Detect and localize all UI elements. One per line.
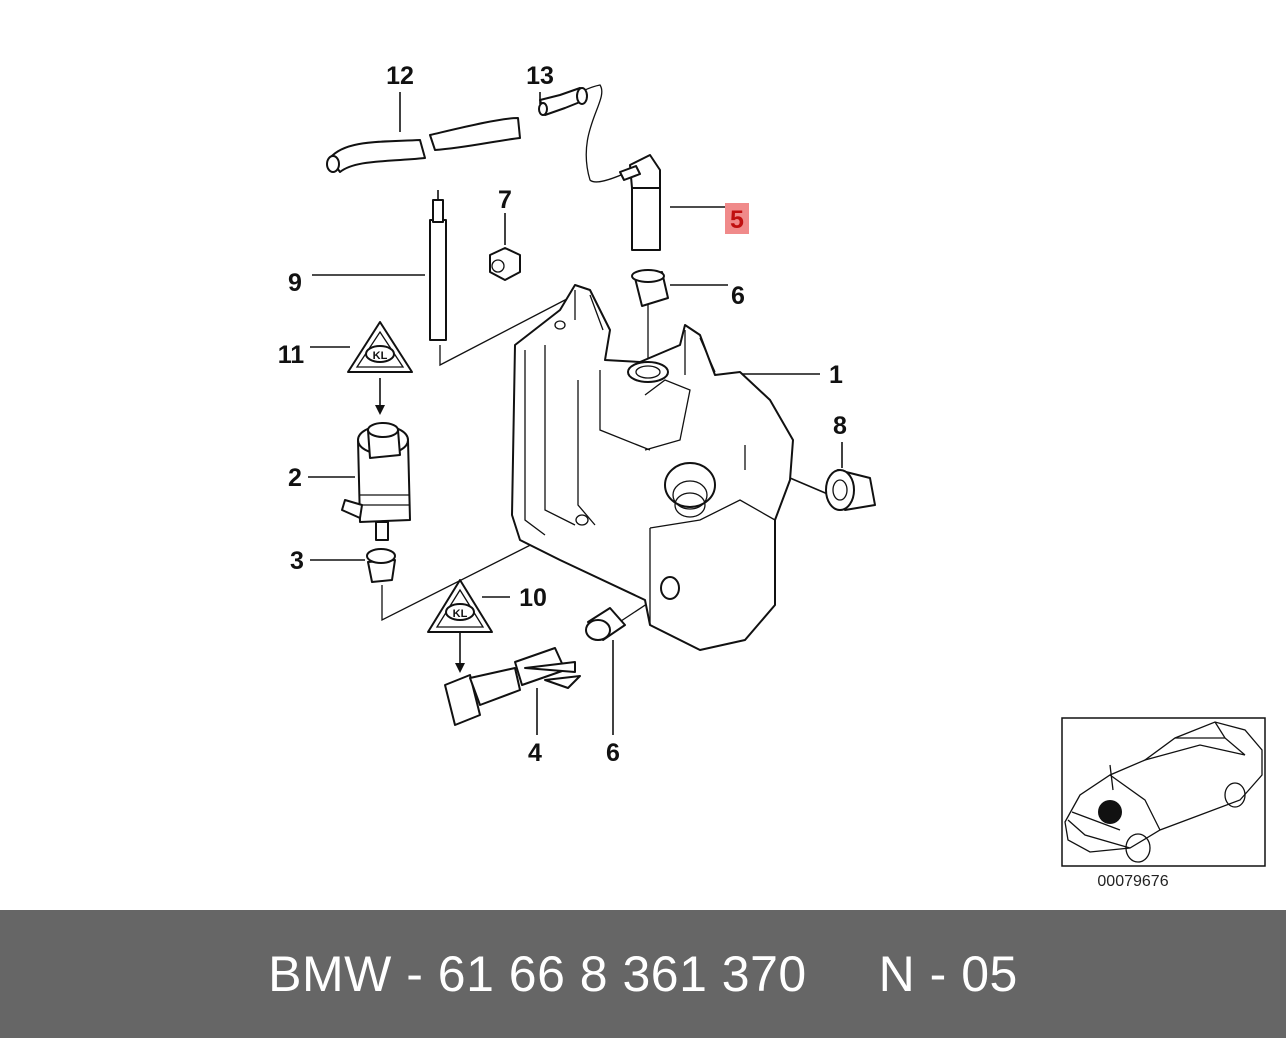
- connector-13: [538, 87, 588, 116]
- parts-diagram: KL KL 12 13 5 7 9 6 11 1 8 2 3 10 4 6: [278, 62, 1266, 890]
- warning-symbol-10: KL: [427, 579, 493, 633]
- washer-fluid-reservoir: [511, 284, 794, 651]
- callout-5: 5: [730, 206, 744, 234]
- inset-reference-number: 00079676: [1097, 873, 1168, 890]
- callout-10: 10: [519, 584, 547, 612]
- grommet-6-top: [631, 269, 669, 307]
- svg-text:KL: KL: [373, 350, 388, 362]
- callout-6-top: 6: [731, 282, 745, 310]
- car-silhouette-icon: [1064, 721, 1263, 863]
- level-sensor-5: [619, 154, 661, 251]
- callout-2: 2: [288, 464, 302, 492]
- callout-4: 4: [528, 739, 542, 767]
- callout-6-bottom: 6: [606, 739, 620, 767]
- warning-symbol-11: KL: [347, 321, 413, 373]
- hose-12: [326, 117, 521, 173]
- svg-text:KL: KL: [453, 608, 468, 620]
- callout-9: 9: [288, 269, 302, 297]
- callout-8: 8: [833, 412, 847, 440]
- washer-pump-2: [341, 422, 411, 541]
- hose-9: [429, 190, 447, 341]
- callout-7: 7: [498, 186, 512, 214]
- callout-11: 11: [278, 341, 305, 369]
- part-number-footer: BMW - 61 66 8 361 370 N - 05: [0, 910, 1286, 1038]
- grommet-6-bottom: [585, 607, 626, 641]
- callout-5-highlight: [725, 203, 749, 234]
- grommet-8: [825, 469, 876, 511]
- callout-3: 3: [290, 547, 304, 575]
- callout-12: 12: [386, 62, 414, 90]
- grommet-3: [366, 548, 396, 583]
- callout-13: 13: [526, 62, 554, 90]
- car-location-inset: 00079676: [1061, 717, 1266, 890]
- location-marker-icon: [1098, 800, 1122, 824]
- leader-lines: [308, 84, 843, 735]
- callout-1: 1: [829, 361, 843, 389]
- callout-labels: 12 13 5 7 9 6 11 1 8 2 3 10 4 6: [278, 62, 847, 767]
- nut-7: [489, 247, 521, 281]
- part-number-text: BMW - 61 66 8 361 370 N - 05: [268, 946, 1018, 1002]
- temperature-sensor-4: [444, 647, 581, 726]
